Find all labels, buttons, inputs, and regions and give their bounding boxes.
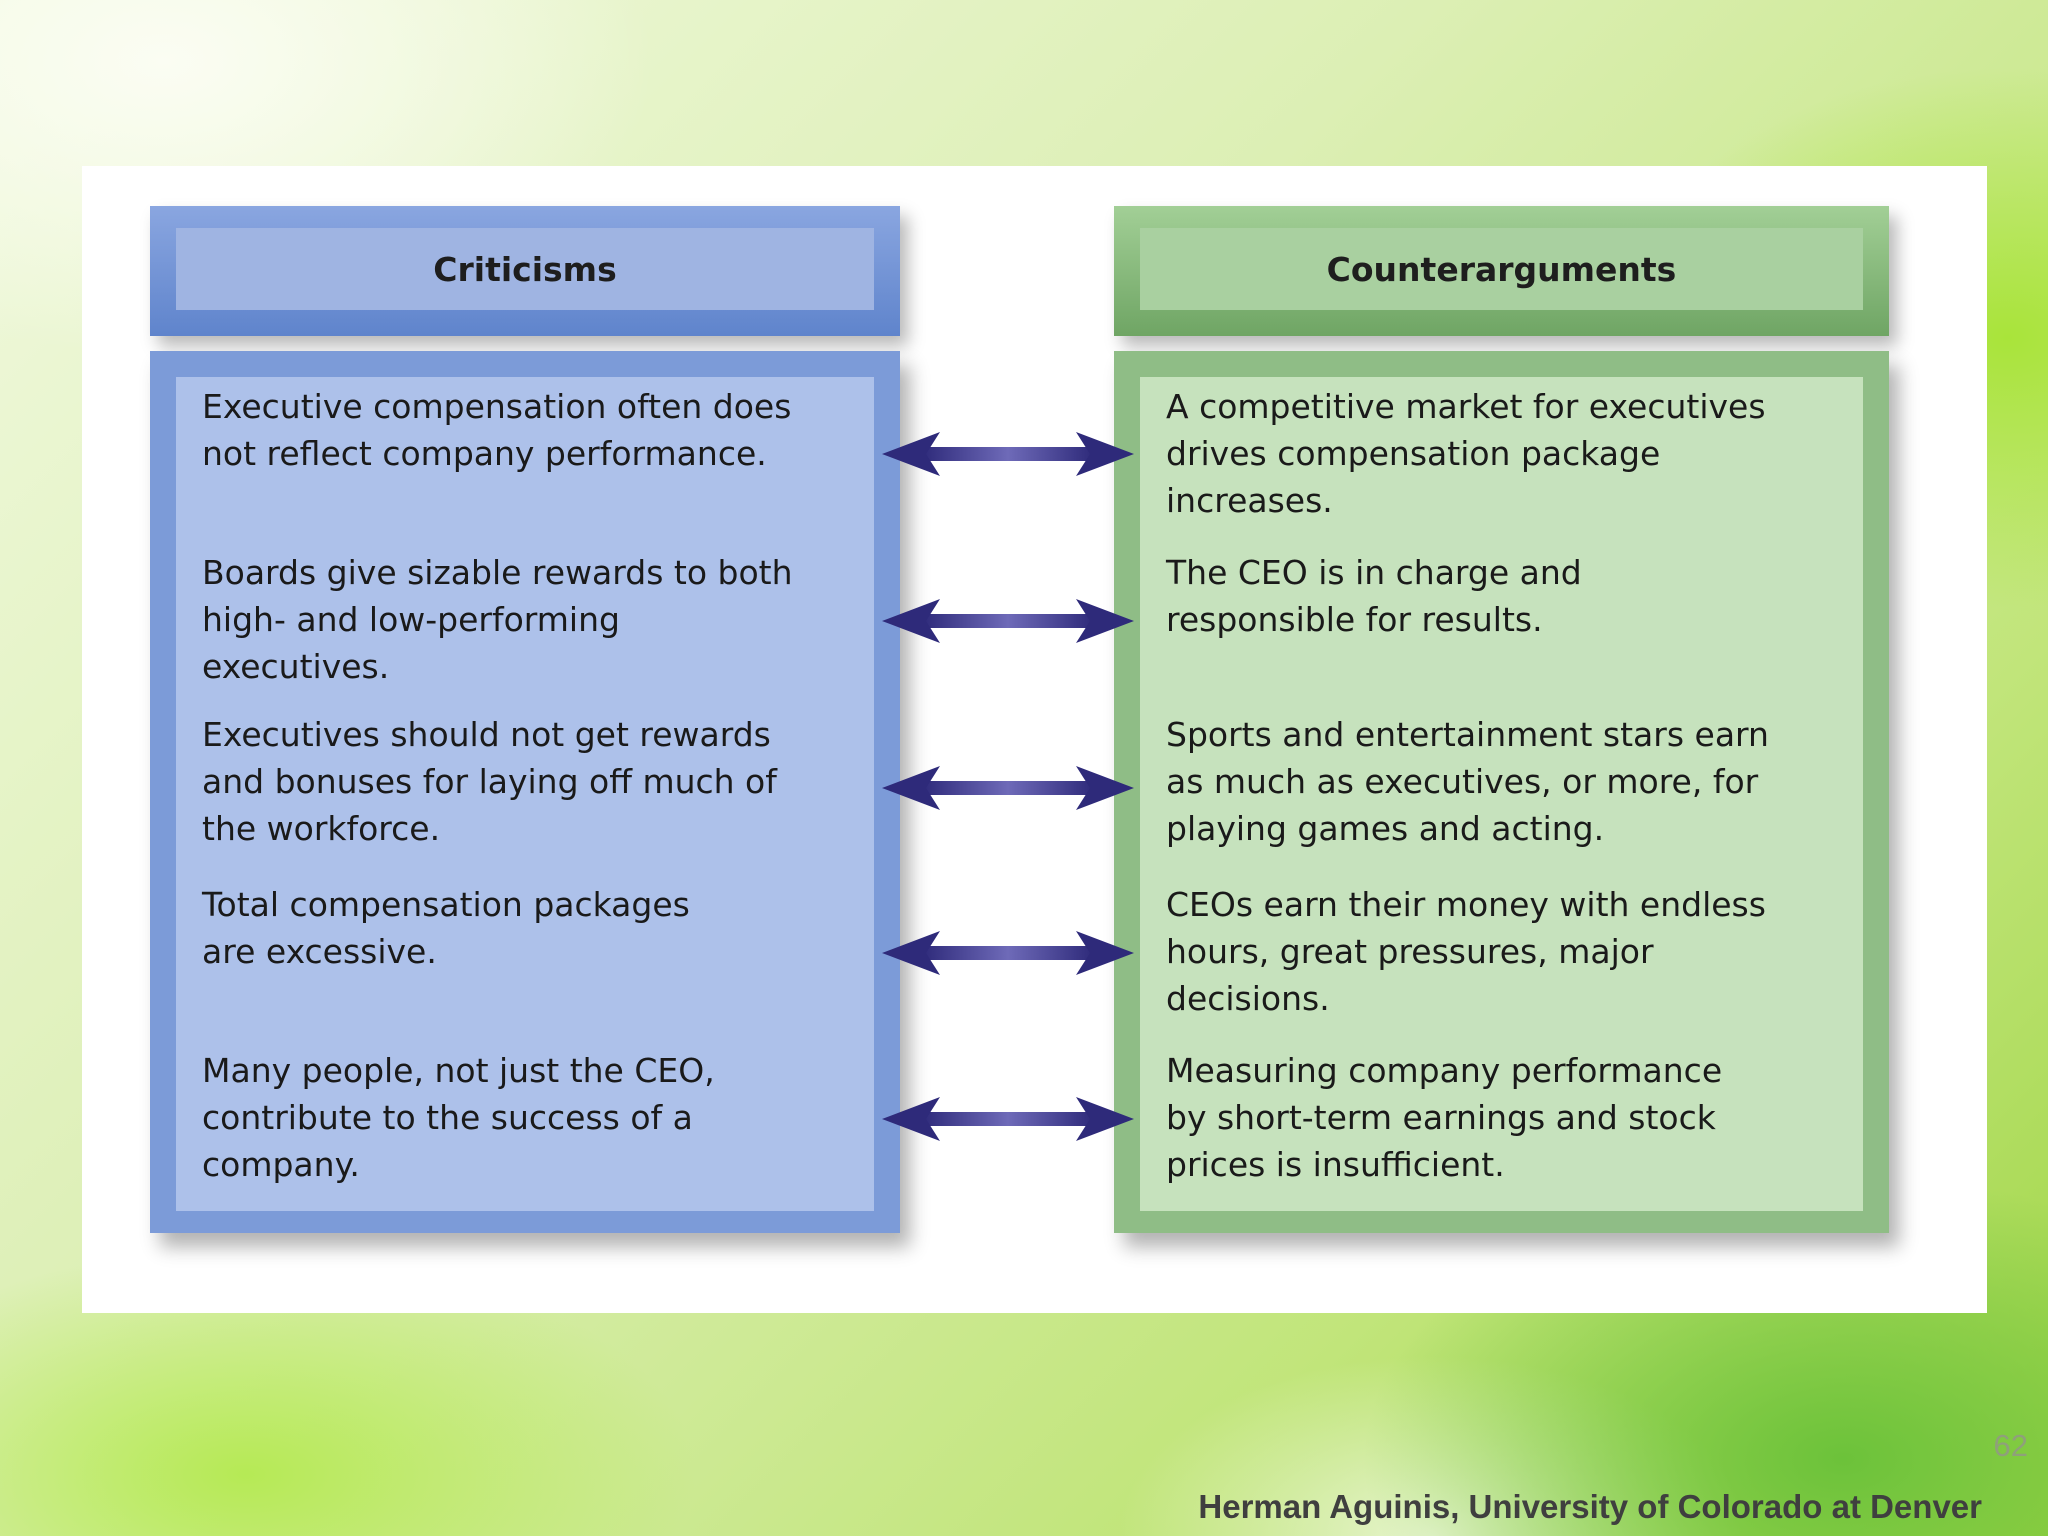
arrow-shaft <box>922 614 1094 628</box>
double-arrow-4 <box>882 931 1134 975</box>
counterargument-item-3: Sports and entertainment stars earn as m… <box>1166 715 1769 848</box>
counterargument-item-2: The CEO is in charge and responsible for… <box>1166 553 1582 639</box>
double-arrow-2 <box>882 599 1134 643</box>
double-arrow-1 <box>882 432 1134 476</box>
counterargument-item-4: CEOs earn their money with endless hours… <box>1166 885 1766 1018</box>
arrow-shaft <box>922 781 1094 795</box>
counterargument-item-1: A competitive market for executives driv… <box>1166 387 1766 520</box>
criticism-item-4: Total compensation packages are excessiv… <box>202 885 690 971</box>
counterarguments-list: A competitive market for executives driv… <box>1140 377 1863 1211</box>
criticism-item-3: Executives should not get rewards and bo… <box>202 715 777 848</box>
double-arrow-5 <box>882 1097 1134 1141</box>
diagram-panel: Criticisms Executive compensation often … <box>82 166 1987 1313</box>
author-credit: Herman Aguinis, University of Colorado a… <box>1198 1488 1982 1525</box>
criticisms-header: Criticisms <box>150 206 900 336</box>
arrow-shaft <box>922 1112 1094 1126</box>
criticism-item-5: Many people, not just the CEO, contribut… <box>202 1051 715 1184</box>
criticism-item-2: Boards give sizable rewards to both high… <box>202 553 793 686</box>
criticisms-box: Executive compensation often does not re… <box>150 351 900 1233</box>
criticisms-list: Executive compensation often does not re… <box>176 377 874 1211</box>
page-number: 62 <box>1993 1428 2028 1463</box>
arrow-shaft <box>922 447 1094 461</box>
criticisms-header-label: Criticisms <box>176 228 874 310</box>
counterargument-item-5: Measuring company performance by short-t… <box>1166 1051 1723 1184</box>
counterarguments-box: A competitive market for executives driv… <box>1114 351 1889 1233</box>
arrow-shaft <box>922 946 1094 960</box>
double-arrow-3 <box>882 766 1134 810</box>
criticism-item-1: Executive compensation often does not re… <box>202 387 792 473</box>
counterarguments-header-label: Counterarguments <box>1140 228 1863 310</box>
counterarguments-header: Counterarguments <box>1114 206 1889 336</box>
